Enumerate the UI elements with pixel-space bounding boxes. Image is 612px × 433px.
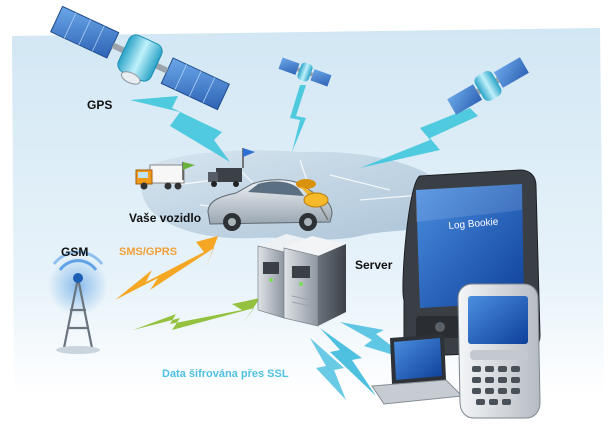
car-icon xyxy=(207,179,333,231)
vehicle-label: Vaše vozidlo xyxy=(129,211,202,225)
satellite-signal-beam-middle xyxy=(290,85,306,152)
gps-satellite-icon xyxy=(50,5,230,111)
smartphone-icon xyxy=(457,283,541,419)
truck-icon xyxy=(135,164,185,190)
ssl-label: Data šifrována přes SSL xyxy=(162,368,289,380)
server-label: Server xyxy=(355,258,393,272)
truck-icon-dark xyxy=(208,168,242,187)
sms-gprs-signal xyxy=(115,236,218,300)
server-icon xyxy=(257,234,346,327)
gsm-tower-icon xyxy=(48,250,108,354)
laptop-icon xyxy=(371,334,464,405)
satellite-signal-beam-right xyxy=(360,108,478,168)
satellite-small-icon-right xyxy=(447,57,529,115)
satellite-small-icon-middle xyxy=(278,57,332,87)
green-signal xyxy=(133,298,260,330)
map-pin-icon xyxy=(296,179,329,221)
gps-label: GPS xyxy=(87,98,113,112)
gsm-label: GSM xyxy=(61,245,89,259)
flag-icon xyxy=(182,162,195,180)
gps-signal-beam xyxy=(130,96,230,162)
flag-icon-blue xyxy=(242,148,255,168)
sms-gprs-label: SMS/GPRS xyxy=(119,246,178,258)
